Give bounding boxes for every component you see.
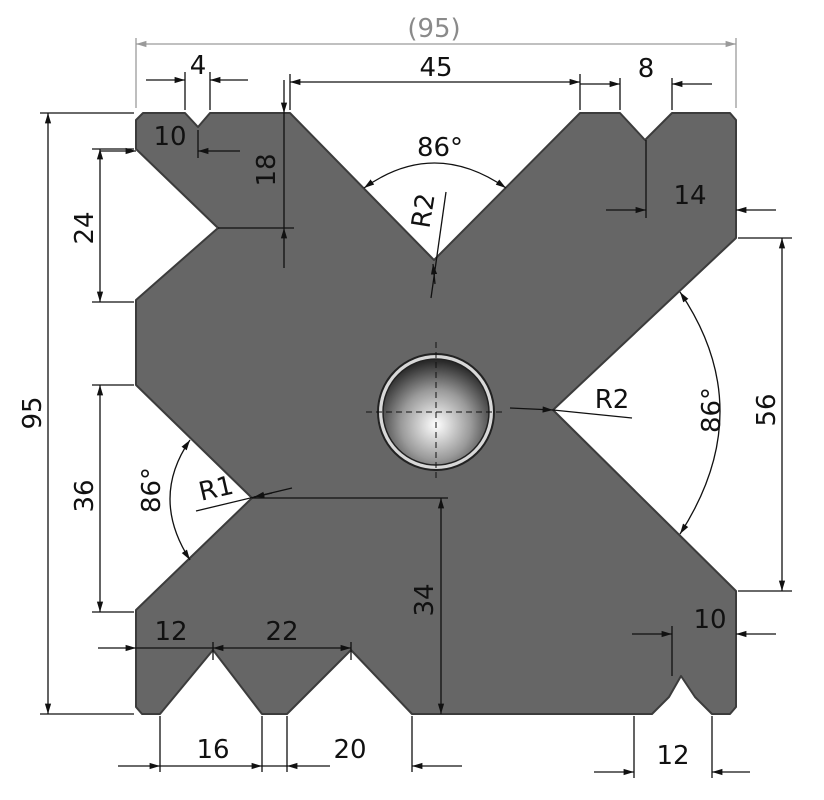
dim-left-lower-v-opening: 36 [70, 384, 134, 613]
dim-label-overall-height: 95 [18, 396, 48, 429]
dim-label-right-v-angle: 86° [697, 387, 727, 433]
dim-label-right-v-opening: 56 [752, 393, 782, 426]
dim-overall-width: (95) [135, 14, 737, 108]
dim-top-right-groove-offset: 14 [606, 140, 776, 218]
dim-label-top-right-groove-width: 8 [638, 54, 655, 84]
dim-label-top-right-groove-offset: 14 [673, 181, 706, 211]
dim-label-bottom-right-offset: 10 [693, 605, 726, 635]
dim-label-top-small-groove-width: 4 [190, 51, 207, 81]
dim-left-lower-v-angle: 86° [137, 439, 191, 561]
dim-left-upper-notch-height: 24 [70, 148, 134, 303]
dim-bottom-groove-16: 16 [118, 716, 263, 772]
dim-bottom-v-depth: 34 [252, 497, 448, 714]
dim-top-large-v-opening: 45 [289, 53, 581, 110]
dim-label-bottom-groove-16: 16 [196, 735, 229, 765]
dim-label-top-large-v-opening: 45 [419, 53, 452, 83]
dim-top-small-groove-width: 4 [146, 51, 248, 110]
dim-right-v-opening: 56 [738, 237, 792, 592]
dim-top-large-v-angle: 86° [363, 133, 507, 189]
dim-right-v-angle: 86° [679, 291, 727, 535]
dim-bottom-left-offset: 12 [98, 617, 352, 660]
dim-label-left-lower-v-angle: 86° [137, 467, 167, 513]
dim-label-bottom-right-groove: 12 [656, 741, 689, 771]
dim-top-right-groove-width: 8 [580, 54, 712, 110]
dim-label-overall-width: (95) [407, 14, 460, 44]
dim-top-small-groove-offset: 10 [100, 122, 240, 158]
dim-label-left-upper-notch-height: 24 [70, 211, 100, 244]
dim-bottom-right-offset: 10 [632, 605, 776, 676]
dim-label-top-large-v-radius: R2 [407, 191, 442, 230]
dim-label-bottom-middle-spacing: 22 [265, 617, 298, 647]
dim-top-large-v-radius: R2 [407, 191, 447, 299]
dim-label-bottom-v-depth: 34 [410, 583, 440, 616]
dim-top-large-v-depth: 18 [218, 80, 294, 268]
dim-bottom-middle-spacing: 22 [213, 617, 351, 652]
dim-label-top-large-v-depth: 18 [252, 153, 282, 186]
dim-label-bottom-groove-20: 20 [333, 735, 366, 765]
dim-label-right-v-radius: R2 [595, 385, 630, 415]
dim-label-top-small-groove-offset: 10 [153, 122, 186, 152]
center-bore [366, 342, 506, 482]
dim-bottom-groove-20: 20 [262, 716, 462, 772]
dim-right-v-radius: R2 [509, 385, 633, 419]
dim-overall-height: 95 [18, 112, 134, 715]
dim-label-bottom-left-offset: 12 [154, 617, 187, 647]
dim-label-left-lower-v-opening: 36 [70, 479, 100, 512]
dim-bottom-right-groove: 12 [594, 716, 750, 778]
dim-label-top-large-v-angle: 86° [417, 133, 463, 163]
